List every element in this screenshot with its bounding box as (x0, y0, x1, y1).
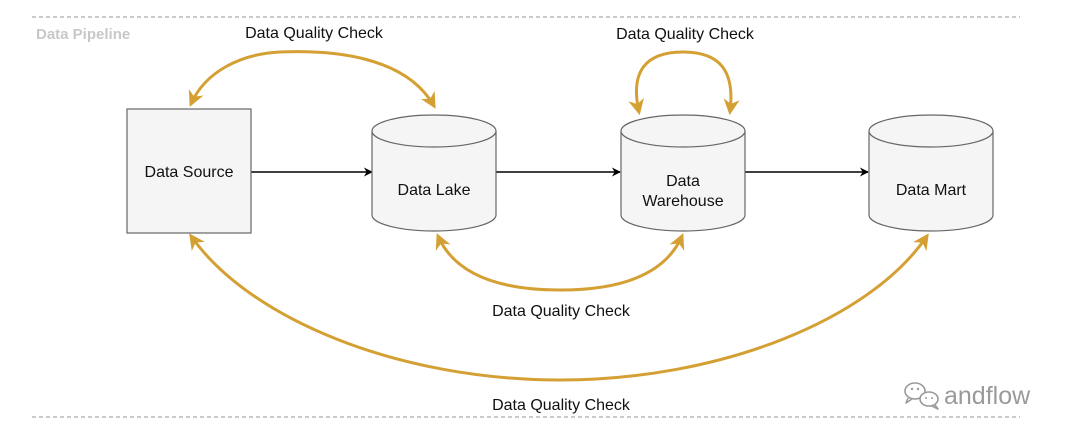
watermark-text: andflow (944, 382, 1031, 410)
node-data-lake-label: Data Lake (398, 182, 471, 199)
quality-arrow-source-lake (188, 50, 436, 109)
node-data-source-label: Data Source (145, 164, 234, 181)
label-quality-check-source-mart: Data Quality Check (492, 397, 631, 414)
node-data-mart-label: Data Mart (896, 182, 967, 199)
node-data-source: Data Source (126, 108, 252, 234)
node-data-warehouse: Data Warehouse (620, 114, 746, 232)
label-quality-check-warehouse-self: Data Quality Check (616, 26, 755, 43)
section-title: Data Pipeline (36, 26, 130, 43)
node-data-warehouse-label-line1: Data (666, 173, 700, 190)
node-data-warehouse-label-line2: Warehouse (642, 193, 723, 210)
node-data-mart: Data Mart (868, 114, 994, 232)
wechat-icon (904, 382, 939, 410)
watermark: andflow (904, 382, 1031, 410)
quality-arrow-lake-warehouse (435, 233, 685, 292)
quality-arrow-source-mart (189, 233, 929, 382)
label-quality-check-source-lake: Data Quality Check (245, 25, 384, 42)
node-data-lake: Data Lake (371, 114, 497, 232)
quality-arrow-warehouse-self (628, 50, 740, 116)
label-quality-check-lake-warehouse: Data Quality Check (492, 303, 631, 320)
